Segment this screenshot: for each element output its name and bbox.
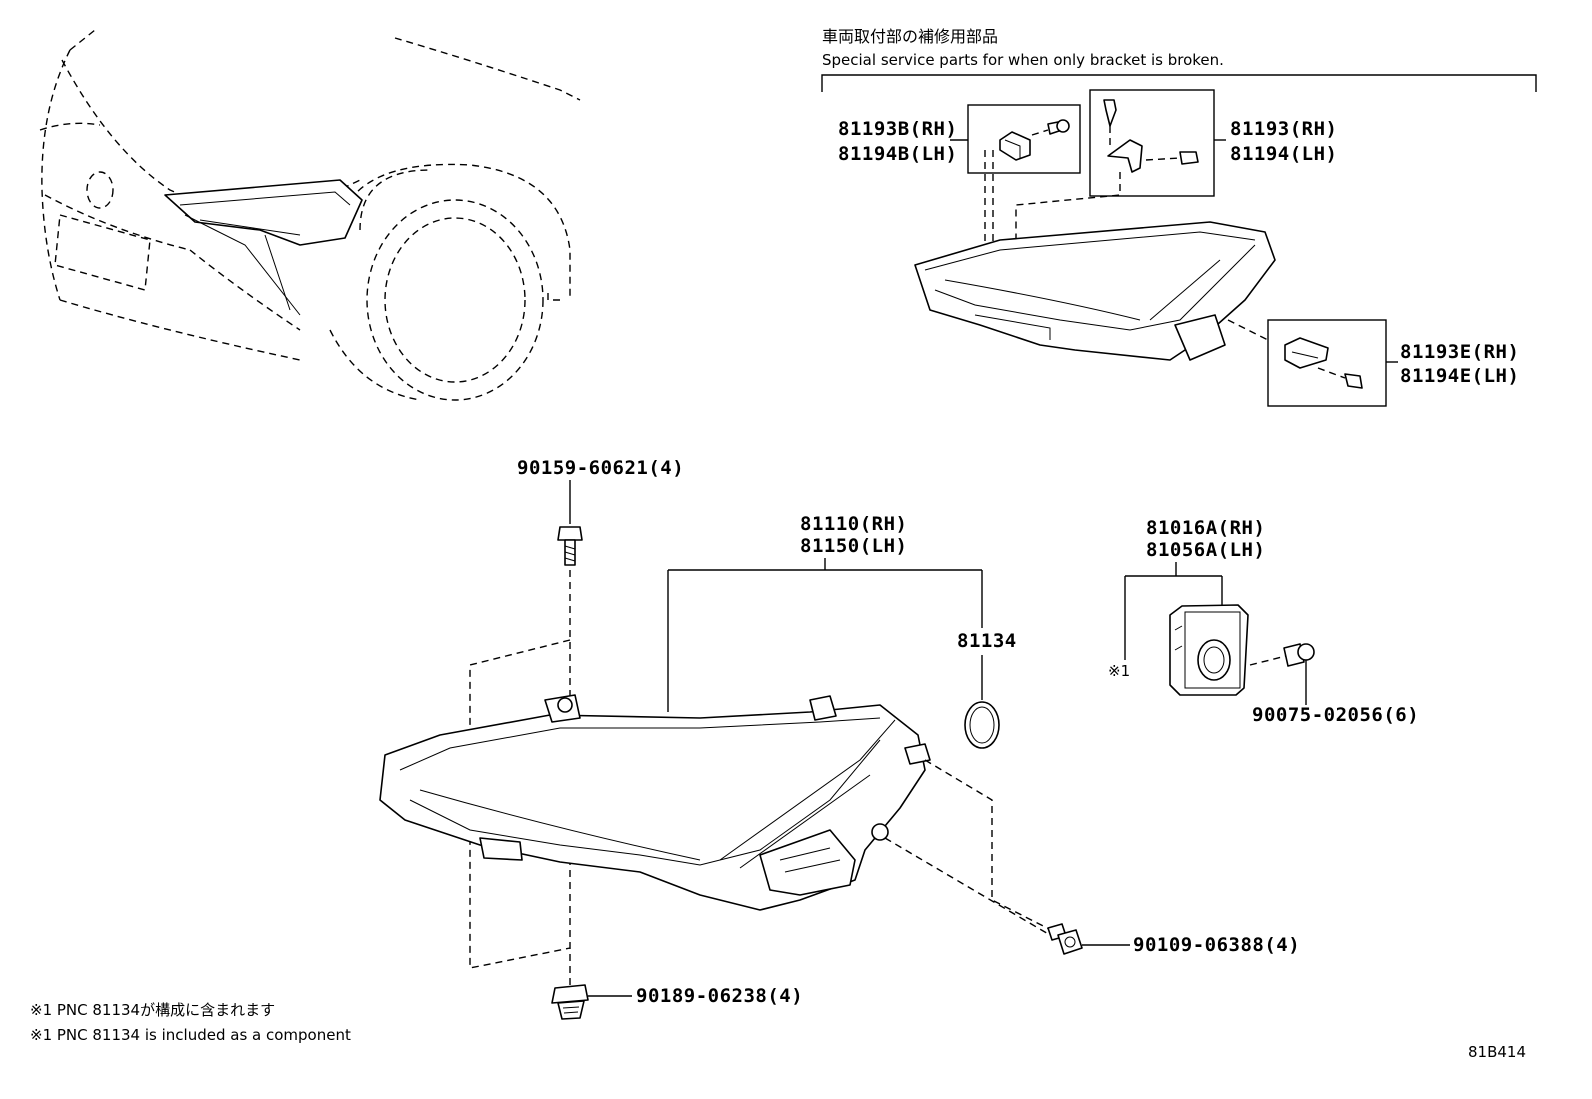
guide-81193	[1015, 172, 1121, 240]
guide-81193E	[1227, 319, 1269, 341]
screw-90075	[1283, 643, 1315, 667]
bracket-81193B-box	[967, 104, 1081, 174]
leader-81016A-bracket	[1124, 562, 1223, 660]
vehicle-front-illustration	[39, 29, 581, 401]
clip-90189	[551, 984, 589, 1020]
label-81194E: 81194E(LH)	[1400, 365, 1519, 387]
header-title-en: Special service parts for when only brac…	[822, 51, 1224, 69]
label-90189: 90189-06238(4)	[636, 985, 803, 1007]
label-81194B: 81194B(LH)	[838, 143, 957, 165]
footnote-jp: ※1 PNC 81134が構成に含まれます	[30, 1001, 275, 1019]
header-bracket-line	[821, 74, 1537, 92]
label-81194: 81194(LH)	[1230, 143, 1337, 165]
label-90109: 90109-06388(4)	[1133, 934, 1300, 956]
leader-81110-bracket	[667, 558, 983, 712]
label-mark-1: ※1	[1108, 662, 1130, 680]
label-90075: 90075-02056(6)	[1252, 704, 1419, 726]
label-81016A: 81016A(RH)	[1146, 517, 1265, 539]
headlamp-assembly-upper	[914, 221, 1276, 361]
seal-ring-81134	[964, 701, 1000, 749]
guide-90109-b	[884, 837, 1051, 936]
headlamp-assembly-main	[379, 694, 931, 911]
label-81193B: 81193B(RH)	[838, 118, 957, 140]
label-90159: 90159-60621(4)	[517, 457, 684, 479]
label-81193: 81193(RH)	[1230, 118, 1337, 140]
footnote-en: ※1 PNC 81134 is included as a component	[30, 1026, 351, 1044]
module-81016A	[1169, 604, 1249, 696]
guide-90109-a	[924, 759, 1056, 933]
label-81056A: 81056A(LH)	[1146, 539, 1265, 561]
label-81110: 81110(RH)	[800, 513, 907, 535]
bracket-81193E-box	[1267, 319, 1387, 407]
header-title-jp: 車両取付部の補修用部品	[822, 27, 998, 46]
label-81134: 81134	[957, 630, 1017, 652]
label-81193E: 81193E(RH)	[1400, 341, 1519, 363]
bracket-81193-box	[1089, 89, 1215, 197]
guide-90075	[1249, 654, 1291, 666]
screw-90159	[557, 526, 583, 566]
label-81150: 81150(LH)	[800, 535, 907, 557]
bolt-90109	[1047, 923, 1083, 955]
figure-id: 81B414	[1468, 1043, 1526, 1061]
